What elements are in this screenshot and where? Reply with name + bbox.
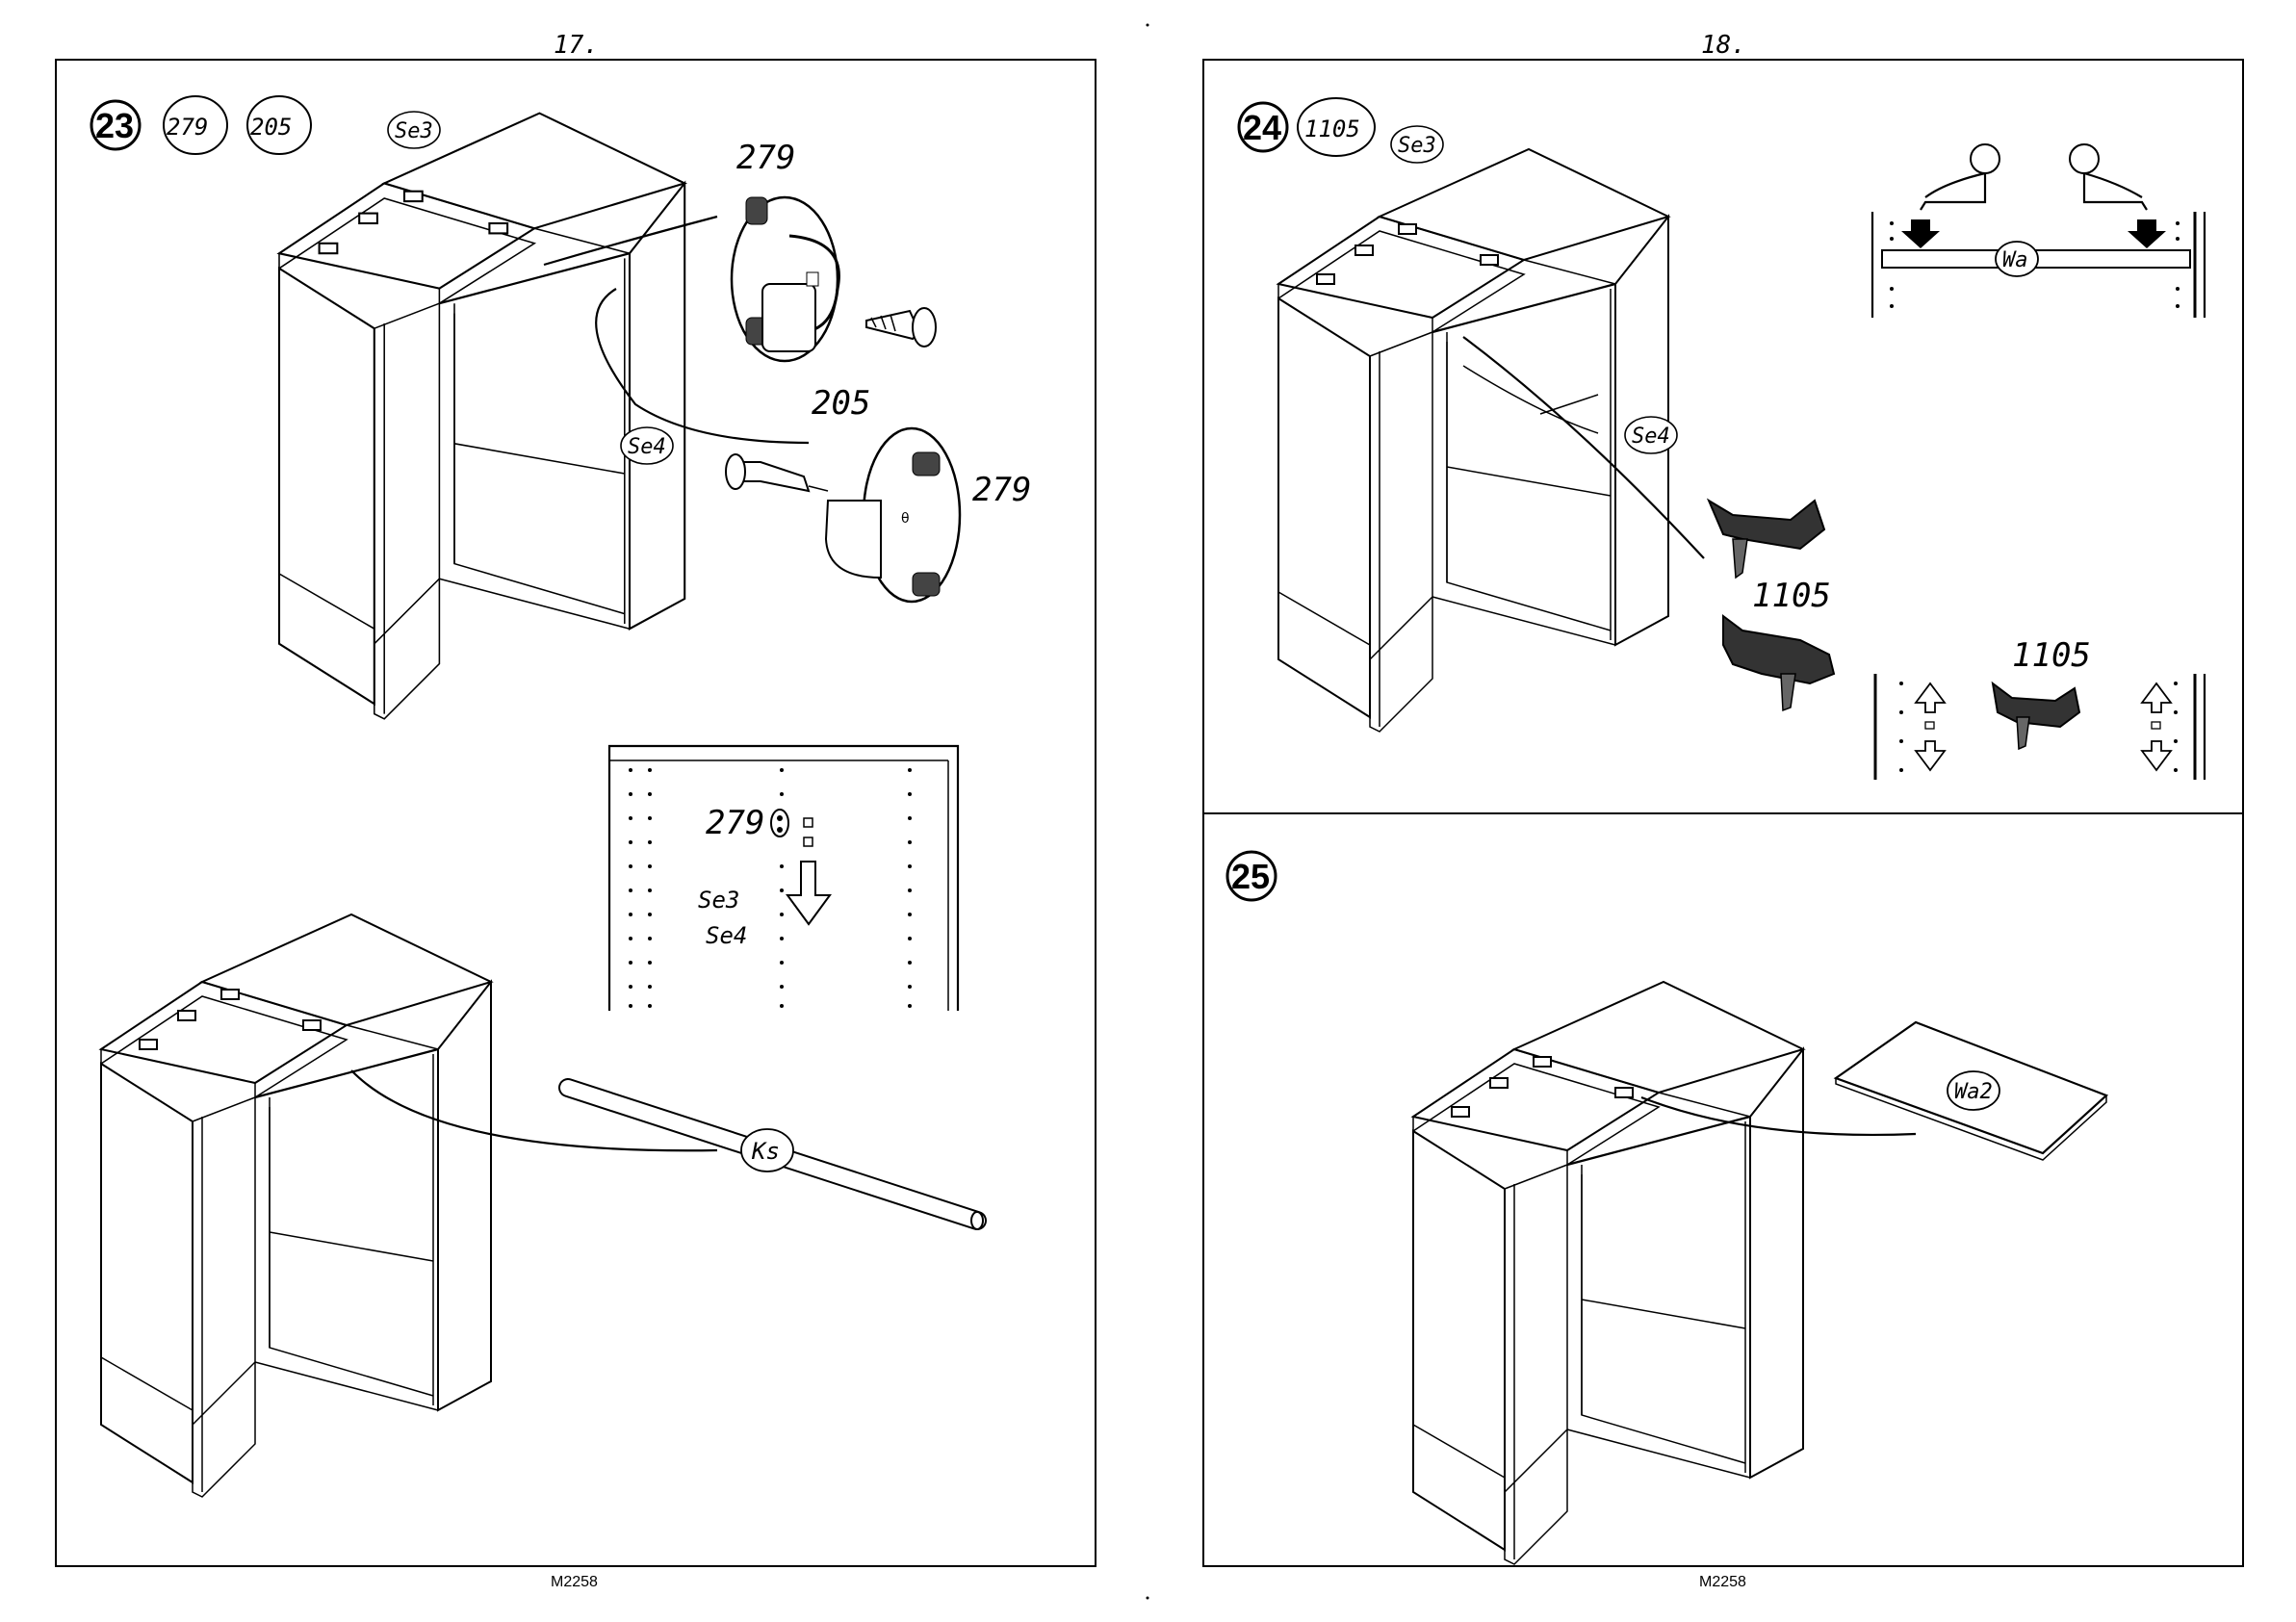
step-23-header: 23 279 205	[91, 96, 311, 154]
detail-panel	[609, 746, 958, 1011]
label-detail-side-1: Se3	[698, 887, 739, 914]
fold-mark	[1147, 1597, 1149, 1600]
label-detail-side-2: Se4	[706, 922, 747, 949]
page-frame	[56, 60, 1096, 1566]
label-cabinet-top: Se3	[395, 119, 433, 143]
step-24-header: 24 1105	[1239, 98, 1375, 156]
page-18: 18. M2258 24 1105 Se3 Se4 1105	[1203, 31, 2243, 1590]
bracket-279b-illustration: θ	[726, 428, 960, 602]
support-position-instruction	[1875, 674, 2205, 780]
cabinet-drawing-upper	[279, 114, 684, 719]
page-number: 18.	[1701, 31, 1746, 60]
step-number: 25	[1231, 857, 1270, 896]
cabinet-drawing-step-25	[1413, 982, 1803, 1564]
label-cabinet-side: Se4	[628, 435, 666, 459]
step-number: 24	[1243, 108, 1281, 147]
label-bracket-a: 279	[736, 139, 795, 177]
shelf-press-instruction	[1872, 144, 2205, 318]
cabinet-drawing-step-24	[1278, 149, 1668, 732]
step-number: 23	[95, 106, 134, 145]
part-badge-label: 1105	[1304, 116, 1360, 142]
label-shelf: Wa	[2002, 248, 2028, 272]
part-badge-label: 205	[250, 114, 292, 141]
part-badge-label: 279	[167, 114, 208, 141]
label-shelf-panel: Wa2	[1954, 1080, 1993, 1104]
cabinet-drawing-lower	[101, 914, 491, 1497]
step-25-header: 25	[1227, 852, 1276, 900]
label-detail-part: 279	[706, 804, 764, 842]
page-17: 17. M2258 23 279 205 Se3 Se4	[56, 31, 1096, 1590]
page-number: 17.	[554, 31, 599, 60]
bracket-279-illustration	[732, 197, 936, 361]
label-screw: 205	[812, 384, 870, 423]
label-cabinet-side: Se4	[1632, 425, 1670, 449]
footer-code: M2258	[551, 1574, 598, 1590]
svg-text:θ: θ	[901, 511, 910, 527]
fold-mark	[1147, 24, 1149, 27]
label-bracket-b: 279	[972, 471, 1031, 509]
label-support-b: 1105	[2012, 636, 2091, 675]
label-cabinet-top: Se3	[1398, 134, 1436, 158]
label-support-a: 1105	[1752, 577, 1831, 615]
label-rail: Ks	[751, 1138, 780, 1165]
footer-code: M2258	[1699, 1574, 1746, 1590]
